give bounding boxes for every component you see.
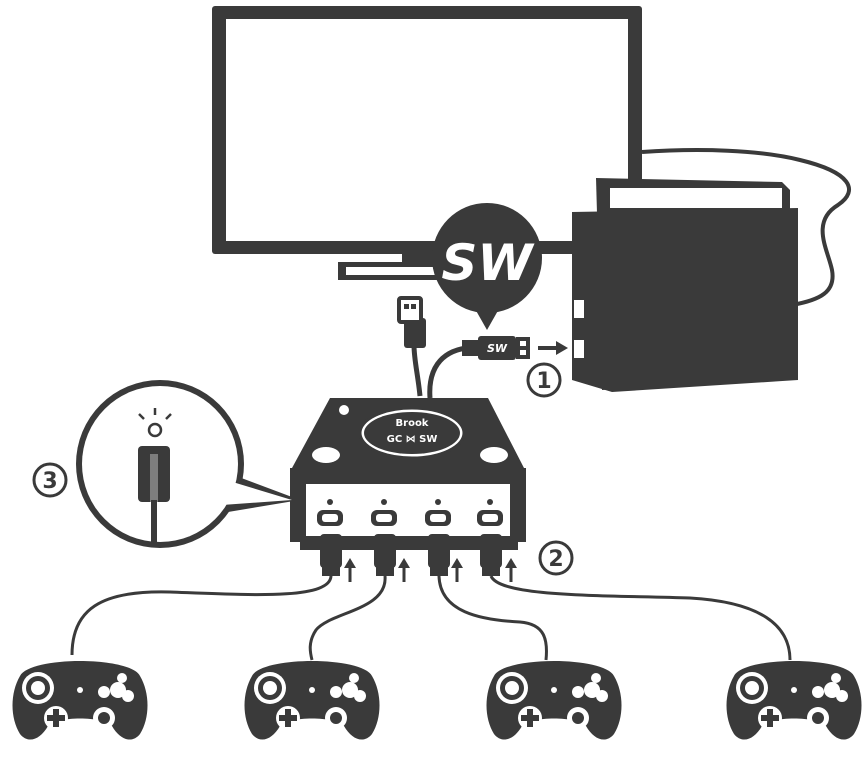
step-1-marker: 1 <box>526 362 562 398</box>
gc-controller-3 <box>486 661 622 740</box>
plug-4 <box>480 534 502 576</box>
usb-connector-up <box>397 296 426 348</box>
dock-usb-port <box>574 300 584 318</box>
controller-cable-2 <box>308 575 387 661</box>
gc-adapter: Brook GC ⋈ SW <box>290 398 526 550</box>
gc-controller-2 <box>244 661 380 740</box>
led-light-icon <box>138 408 172 438</box>
controller-port <box>371 499 397 526</box>
controller-port <box>477 499 503 526</box>
switch-dock <box>572 178 798 392</box>
plug-2 <box>374 534 396 576</box>
tv-monitor <box>212 6 642 280</box>
gc-controller-4 <box>726 661 862 740</box>
adapter-model: GC ⋈ SW <box>387 434 438 445</box>
plug-3 <box>428 534 450 576</box>
sw-bubble: SW <box>432 203 542 330</box>
controller-port <box>317 499 343 526</box>
gc-controller-1 <box>12 661 148 740</box>
step-2-marker: 2 <box>538 540 574 576</box>
step-1-label: 1 <box>536 369 551 394</box>
usb-cable-up <box>411 344 423 397</box>
dock-usb-port <box>574 340 584 358</box>
step-3-label: 3 <box>42 469 57 494</box>
step-2-label: 2 <box>548 547 563 572</box>
arrow-icon <box>451 558 463 582</box>
usb-plug: SW <box>462 336 530 360</box>
tv-to-dock-cable <box>641 148 851 307</box>
adapter-brand: Brook <box>396 418 429 429</box>
arrow-icon <box>505 558 517 582</box>
arrow-icon <box>398 558 410 582</box>
controller-cable-4 <box>489 575 792 661</box>
adapter-usb-cable <box>427 345 467 399</box>
usb-plug-label: SW <box>487 342 508 355</box>
arrow-icon <box>344 558 356 582</box>
controller-cable-3 <box>437 575 548 661</box>
plug-1 <box>320 534 342 576</box>
controller-cable-1 <box>70 575 333 656</box>
arrow-icon <box>538 341 568 355</box>
controller-port <box>425 499 451 526</box>
led-zoom-bubble <box>76 380 300 548</box>
sw-bubble-label: SW <box>441 234 535 292</box>
step-3-marker: 3 <box>32 462 68 498</box>
